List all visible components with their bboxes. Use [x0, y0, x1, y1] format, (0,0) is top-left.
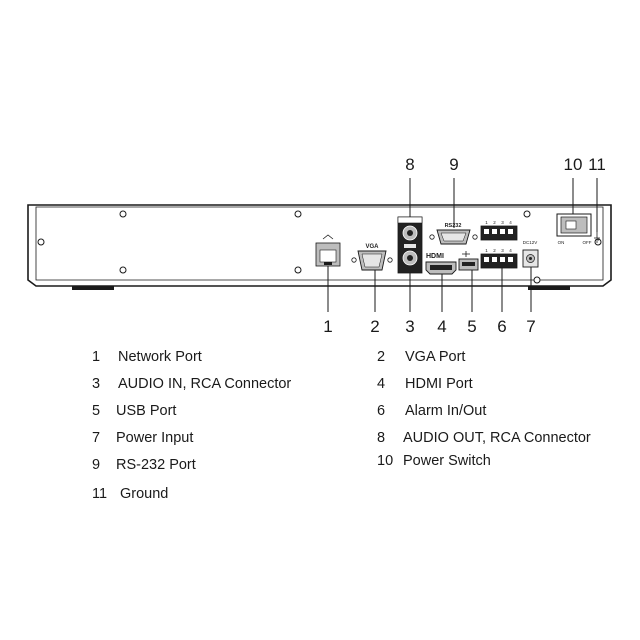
leader-lines: [327, 178, 598, 312]
power-input-label: DC12V: [523, 240, 538, 245]
callout-9: 9: [449, 155, 458, 174]
alarm-terminal-label: 2: [493, 220, 496, 225]
chassis-inner-line: [35, 206, 604, 281]
screw: [533, 276, 541, 284]
callout-8: 8: [405, 155, 414, 174]
right-foot: [528, 286, 570, 290]
callout-6: 6: [497, 317, 506, 336]
callout-1: 1: [323, 317, 332, 336]
alarm-terminal-label: 1: [485, 220, 488, 225]
screw: [37, 238, 45, 246]
alarm-terminal-label: 2: [493, 248, 496, 253]
audio-block: [397, 216, 423, 274]
vga-label: VGA: [365, 244, 379, 250]
screw: [119, 266, 127, 274]
hdmi-port: HDMI: [425, 253, 457, 275]
callouts-bottom: 1 2 3 4 5 6 7: [323, 317, 535, 336]
hdmi-label: HDMI: [426, 253, 444, 260]
vga-port: VGA: [351, 244, 393, 271]
usb-port: [458, 251, 479, 271]
screw: [294, 266, 302, 274]
rs232-label: RS232: [445, 223, 462, 229]
alarm-terminal-label: 4: [509, 220, 512, 225]
network-port: [315, 234, 341, 267]
callout-5: 5: [467, 317, 476, 336]
rs232-port: RS232: [429, 223, 478, 245]
callout-11: 11: [588, 155, 606, 174]
power-input: DC12V: [522, 240, 539, 268]
alarm-terminal-label: 4: [509, 248, 512, 253]
switch-off-label: OFF: [583, 240, 592, 245]
screw: [523, 210, 531, 218]
callouts-top: 8 9 10 11: [405, 155, 606, 174]
screw: [294, 210, 302, 218]
callout-2: 2: [370, 317, 379, 336]
alarm-terminal-label: 3: [501, 220, 504, 225]
alarm-terminal-label: 1: [485, 248, 488, 253]
left-foot: [72, 286, 114, 290]
power-switch: ON OFF: [556, 213, 592, 245]
callout-7: 7: [526, 317, 535, 336]
switch-on-label: ON: [558, 240, 565, 245]
alarm-terminal-label: 3: [501, 248, 504, 253]
callout-3: 3: [405, 317, 414, 336]
callout-10: 10: [564, 155, 583, 174]
callout-4: 4: [437, 317, 446, 336]
screw: [119, 210, 127, 218]
ground-terminal: [594, 232, 600, 243]
